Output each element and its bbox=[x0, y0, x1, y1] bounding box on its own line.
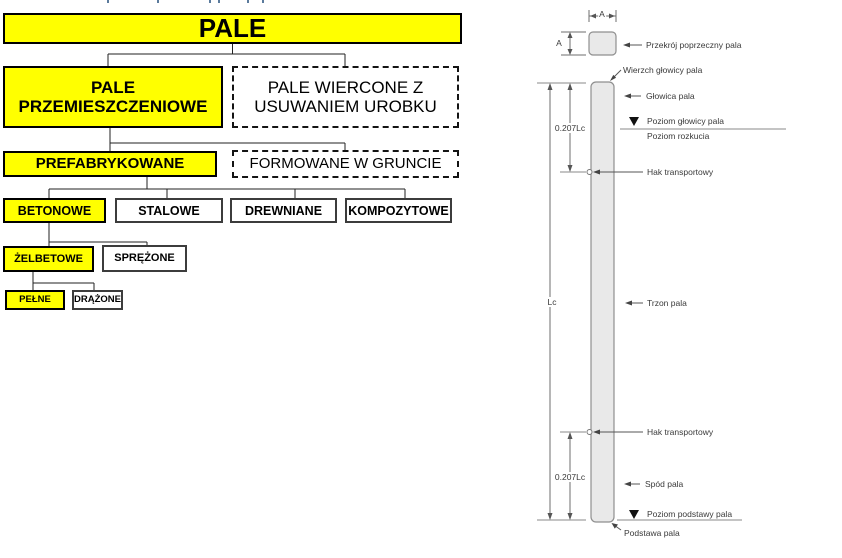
dim-upper-label: 0.207Lc bbox=[553, 123, 587, 133]
arrowhead bbox=[567, 83, 573, 90]
label-top-of-head: Wierzch głowicy pala bbox=[623, 65, 703, 75]
arrowhead bbox=[567, 432, 573, 439]
arrowhead bbox=[567, 165, 573, 172]
dim-a-top-label: A bbox=[598, 9, 606, 19]
extension-ticks bbox=[537, 82, 586, 521]
tree-node-drewniane: DREWNIANE bbox=[230, 198, 337, 223]
tree-node-pale-wiercone: PALE WIERCONE Z USUWANIEM UROBKU bbox=[232, 66, 459, 128]
tree-node-pelne: PEŁNE bbox=[5, 290, 65, 310]
label-cross-section: Przekrój poprzeczny pala bbox=[646, 40, 742, 50]
arrowhead bbox=[611, 523, 618, 529]
dim-lower-label: 0.207Lc bbox=[553, 472, 587, 482]
tree-connectors bbox=[32, 44, 406, 290]
cropped-text-remnant bbox=[209, 0, 211, 3]
tree-node-stalowe: STALOWE bbox=[115, 198, 223, 223]
cropped-text-remnant bbox=[247, 0, 249, 3]
label-head: Głowica pala bbox=[646, 91, 695, 101]
label-transport-hook-lower: Hak transportowy bbox=[647, 427, 714, 437]
arrowhead bbox=[567, 513, 573, 520]
arrowhead bbox=[609, 13, 615, 19]
tree-node-sprezone: SPRĘŻONE bbox=[102, 245, 187, 272]
tree-node-drazone: DRĄŻONE bbox=[72, 290, 123, 310]
arrowhead bbox=[624, 93, 631, 99]
arrowhead bbox=[593, 429, 600, 435]
cropped-text-remnant bbox=[157, 0, 159, 3]
label-base-level: Poziom podstawy pala bbox=[647, 509, 733, 519]
cropped-text-remnant bbox=[262, 0, 264, 3]
cropped-text-remnant bbox=[107, 0, 109, 3]
cropped-text-remnant bbox=[218, 0, 220, 3]
tree-node-kompozytowe: KOMPOZYTOWE bbox=[345, 198, 452, 223]
dim-a-side-lines bbox=[561, 31, 586, 56]
arrowhead bbox=[593, 169, 600, 175]
arrowhead bbox=[567, 32, 573, 38]
arrowhead bbox=[547, 83, 553, 90]
arrowhead bbox=[610, 74, 617, 81]
tree-node-formowane-w-gruncie: FORMOWANE W GRUNCIE bbox=[232, 150, 459, 178]
arrowhead bbox=[623, 42, 630, 48]
transport-hook-upper-shape bbox=[586, 169, 593, 175]
tree-node-pale: PALE bbox=[3, 13, 462, 44]
pile-shaft-shape bbox=[590, 81, 615, 523]
dim-a-side-label: A bbox=[555, 38, 563, 48]
arrowhead bbox=[625, 300, 632, 306]
level-marker-triangle bbox=[629, 510, 639, 519]
tree-node-zelbetowe: ŻELBETOWE bbox=[3, 246, 94, 272]
arrowhead bbox=[547, 513, 553, 520]
label-transport-hook-upper: Hak transportowy bbox=[647, 167, 714, 177]
label-bottom: Spód pala bbox=[645, 479, 684, 489]
label-head-level: Poziom głowicy pala bbox=[647, 116, 725, 126]
dim-total-label: Lc bbox=[546, 297, 558, 307]
pile-cross-section-shape bbox=[588, 31, 617, 56]
label-shaft: Trzon pala bbox=[647, 298, 687, 308]
level-marker-triangle bbox=[629, 117, 639, 126]
arrowhead bbox=[567, 49, 573, 55]
label-stripping-level: Poziom rozkucia bbox=[647, 131, 710, 141]
label-base: Podstawa pala bbox=[624, 528, 680, 538]
tree-node-prefabrykowane: PREFABRYKOWANE bbox=[3, 151, 217, 177]
tree-node-pale-przemieszczeniowe: PALE PRZEMIESZCZENIOWE bbox=[3, 66, 223, 128]
tree-node-betonowe: BETONOWE bbox=[3, 198, 106, 223]
arrowhead bbox=[624, 481, 631, 487]
transport-hook-lower-shape bbox=[586, 429, 593, 435]
arrowhead bbox=[590, 13, 596, 19]
